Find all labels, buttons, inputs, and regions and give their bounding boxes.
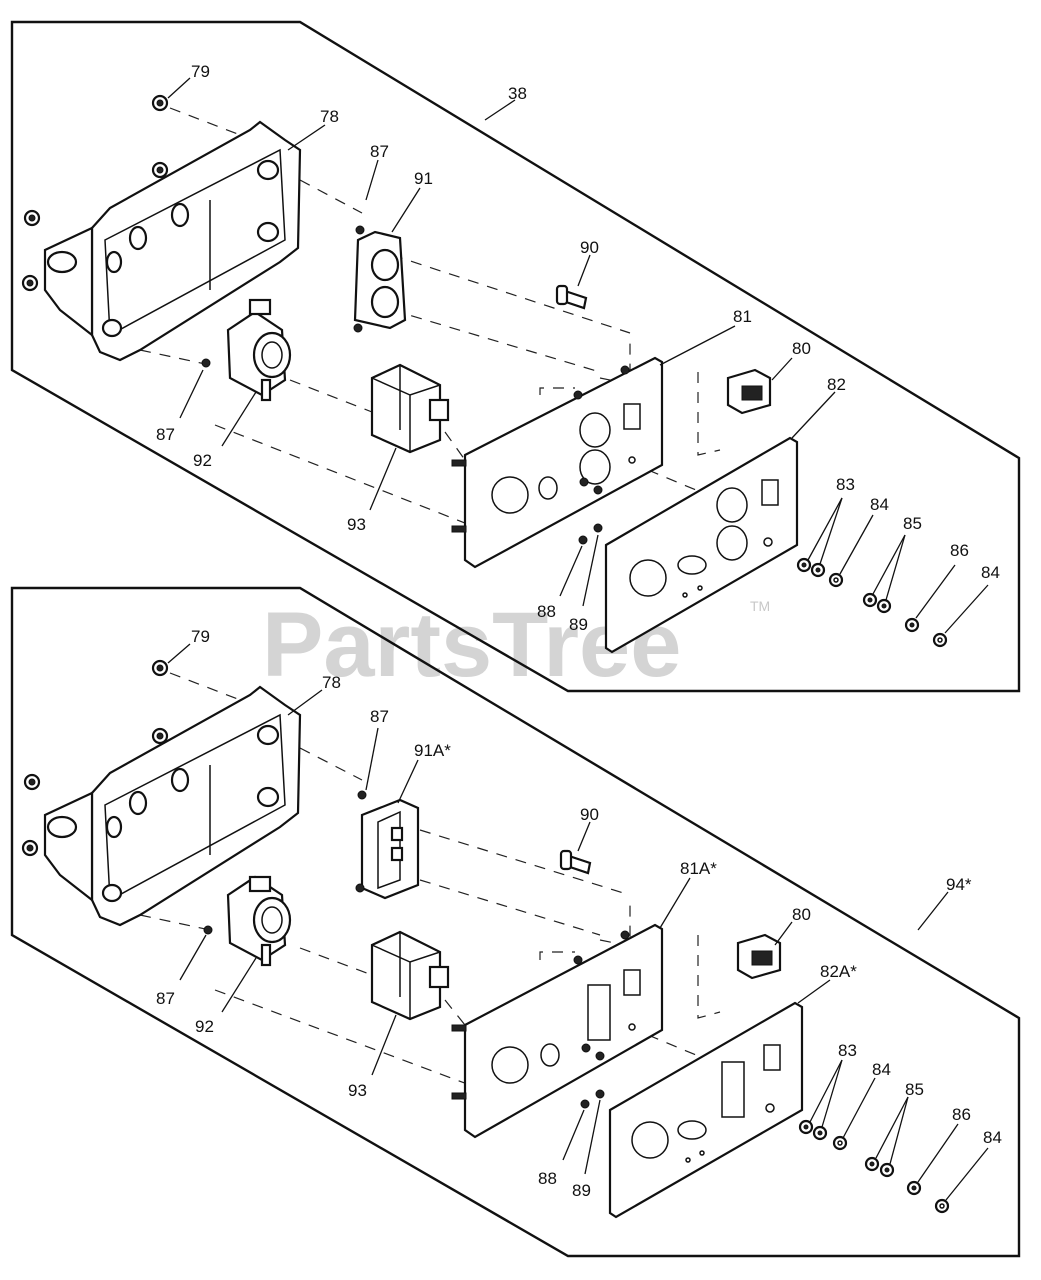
top-leader-lines [167,77,989,634]
faceplate-82 [604,436,799,654]
top-panel-frame [10,20,1021,693]
switch-80-alt [736,933,782,980]
callout-80-alt: 80 [792,905,811,924]
callout-87-alt: 87 [370,707,389,726]
callout-87-lower: 87 [156,425,175,444]
callout-89-alt: 89 [572,1181,591,1200]
callout-79: 79 [191,62,210,81]
callout-81: 81 [733,307,752,326]
breaker-93 [370,363,450,454]
screws-88-89 [578,477,603,545]
callout-83-alt: 83 [838,1041,857,1060]
screws-88-89-alt [580,1043,605,1109]
switch-80 [726,368,772,415]
callout-87: 87 [370,142,389,161]
callout-91a: 91A* [414,741,451,760]
callout-84-alt: 84 [872,1060,891,1079]
callout-38: 38 [508,84,527,103]
callout-92: 92 [193,451,212,470]
callout-84-end-alt: 84 [983,1128,1002,1147]
nut-79-group [21,94,169,292]
callout-81a: 81A* [680,859,717,878]
callout-82a: 82A* [820,962,857,981]
callout-85: 85 [903,514,922,533]
callout-93: 93 [347,515,366,534]
bottom-assembly-panel: 79 78 87 91A* 90 81A* 94* 80 82A* 87 92 … [10,586,1021,1258]
receptacle-92-alt [203,875,292,967]
housing-box-78 [43,120,302,362]
plate-81a [451,923,664,1139]
housing-box-78-alt [43,685,302,927]
faceplate-82a [608,1001,804,1219]
callout-86-alt: 86 [952,1105,971,1124]
bottom-leader-lines [167,643,989,1201]
callout-84-end: 84 [981,563,1000,582]
washers-83-86-alt [798,1119,950,1214]
callout-94: 94* [946,875,972,894]
callout-91: 91 [414,169,433,188]
callout-88: 88 [537,602,556,621]
bottom-callouts: 79 78 87 91A* 90 81A* 94* 80 82A* 87 92 … [156,627,1002,1200]
plate-81 [451,356,664,569]
callout-89: 89 [569,615,588,634]
receptacle-92 [201,298,292,402]
callout-82: 82 [827,375,846,394]
nut-79-group-alt [21,659,169,857]
callout-84: 84 [870,495,889,514]
outlet-91a [355,790,420,900]
callout-78: 78 [320,107,339,126]
screw-90-alt [559,849,592,875]
callout-92-alt: 92 [195,1017,214,1036]
callout-85-alt: 85 [905,1080,924,1099]
watermark-trademark: TM [750,598,770,614]
callout-78-alt: 78 [322,673,341,692]
outlet-91 [353,225,407,333]
callout-88-alt: 88 [538,1169,557,1188]
callout-90-alt: 90 [580,805,599,824]
callout-83: 83 [836,475,855,494]
callout-87-lower-alt: 87 [156,989,175,1008]
callout-90: 90 [580,238,599,257]
top-callouts: 38 79 78 87 91 90 81 80 82 87 92 93 83 8… [156,62,1000,634]
bottom-panel-frame [10,586,1021,1258]
callout-80: 80 [792,339,811,358]
washers-83-86 [796,557,948,648]
callout-79-alt: 79 [191,627,210,646]
callout-86: 86 [950,541,969,560]
top-assembly-panel: 38 79 78 87 91 90 81 80 82 87 92 93 83 8… [10,20,1021,693]
callout-93-alt: 93 [348,1081,367,1100]
breaker-93-alt [370,930,450,1021]
screw-90 [555,284,588,310]
